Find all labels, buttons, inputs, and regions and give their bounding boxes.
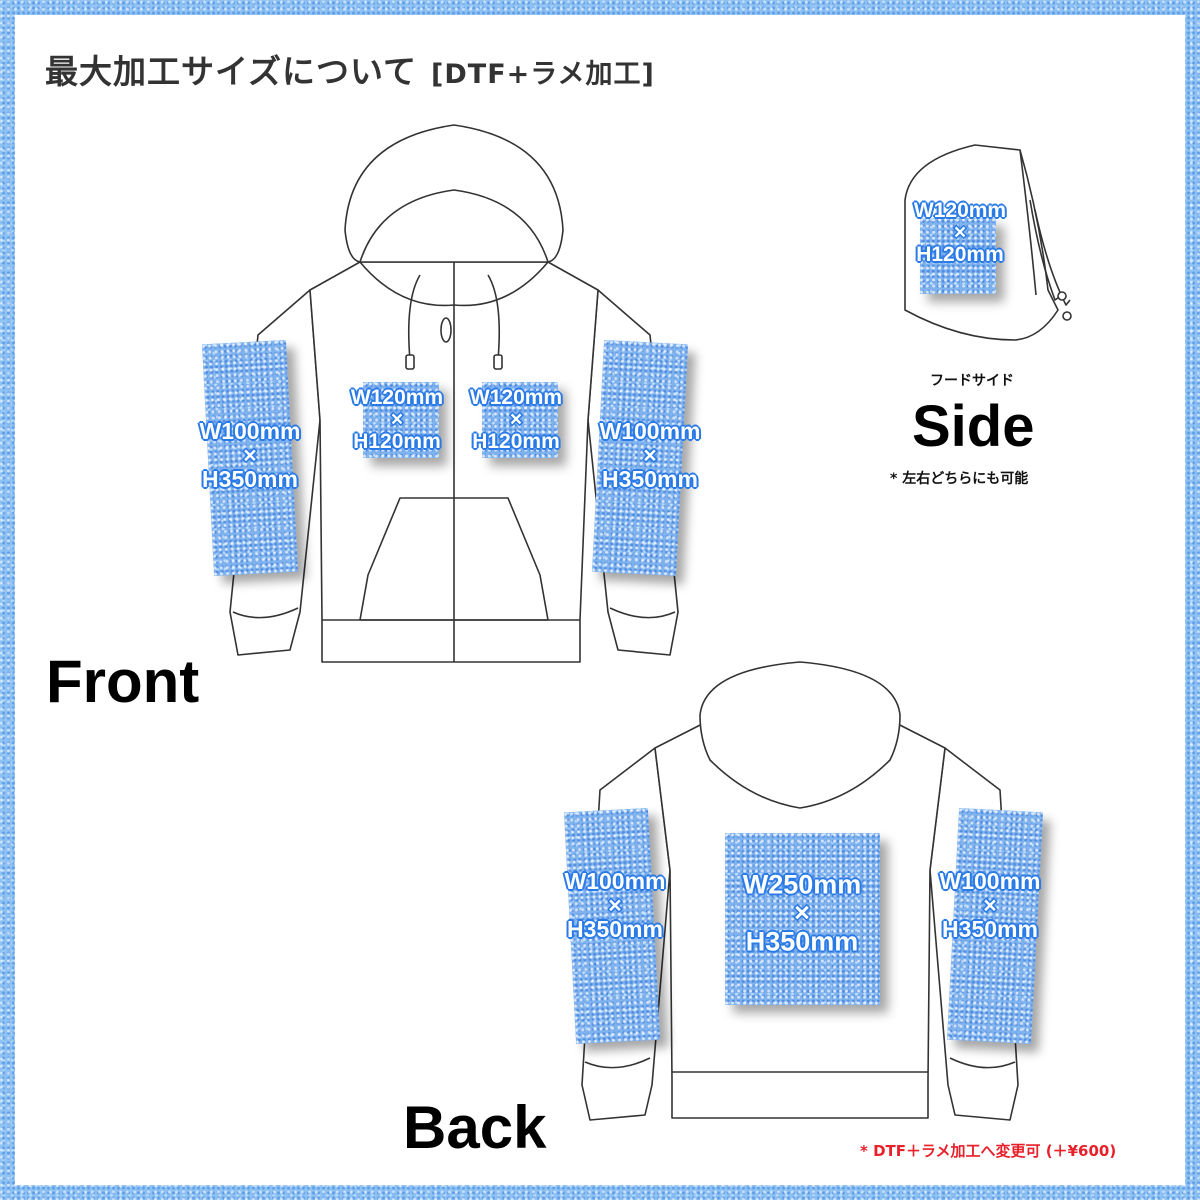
content-panel: 最大加工サイズについて [DTF+ラメ加工] <box>15 15 1185 1185</box>
back-label: Back <box>403 1094 547 1161</box>
title-subtitle: [DTF+ラメ加工] <box>431 59 655 90</box>
size-label-front-right-chest: W120mm×H120mm <box>469 385 563 454</box>
size-label-hood-side: W120mm×H120mm <box>913 198 1007 267</box>
size-label-front-left-sleeve: W100mm×H350mm <box>199 417 301 493</box>
size-label-front-left-chest: W120mm×H120mm <box>350 385 444 454</box>
page-title: 最大加工サイズについて [DTF+ラメ加工] <box>45 45 655 93</box>
size-label-back-right-sleeve: W100mm×H350mm <box>939 867 1041 943</box>
print-area-back-center <box>725 833 880 1005</box>
print-area-front-left-chest <box>363 382 439 458</box>
side-label: Side <box>912 394 1035 459</box>
print-area-hood-side <box>920 218 996 294</box>
front-label: Front <box>46 648 200 715</box>
side-note: * 左右どちらにも可能 <box>890 471 1029 487</box>
side-caption: フードサイド <box>930 373 1014 389</box>
size-label-back-left-sleeve: W100mm×H350mm <box>564 867 666 943</box>
size-label-front-right-sleeve: W100mm×H350mm <box>599 417 701 493</box>
title-text: 最大加工サイズについて <box>45 52 418 91</box>
footer-note: * DTF＋ラメ加工へ変更可 (＋¥600) <box>860 1142 1117 1160</box>
print-area-front-right-chest <box>482 382 558 458</box>
size-label-back-center: W250mm×H350mm <box>742 869 862 957</box>
